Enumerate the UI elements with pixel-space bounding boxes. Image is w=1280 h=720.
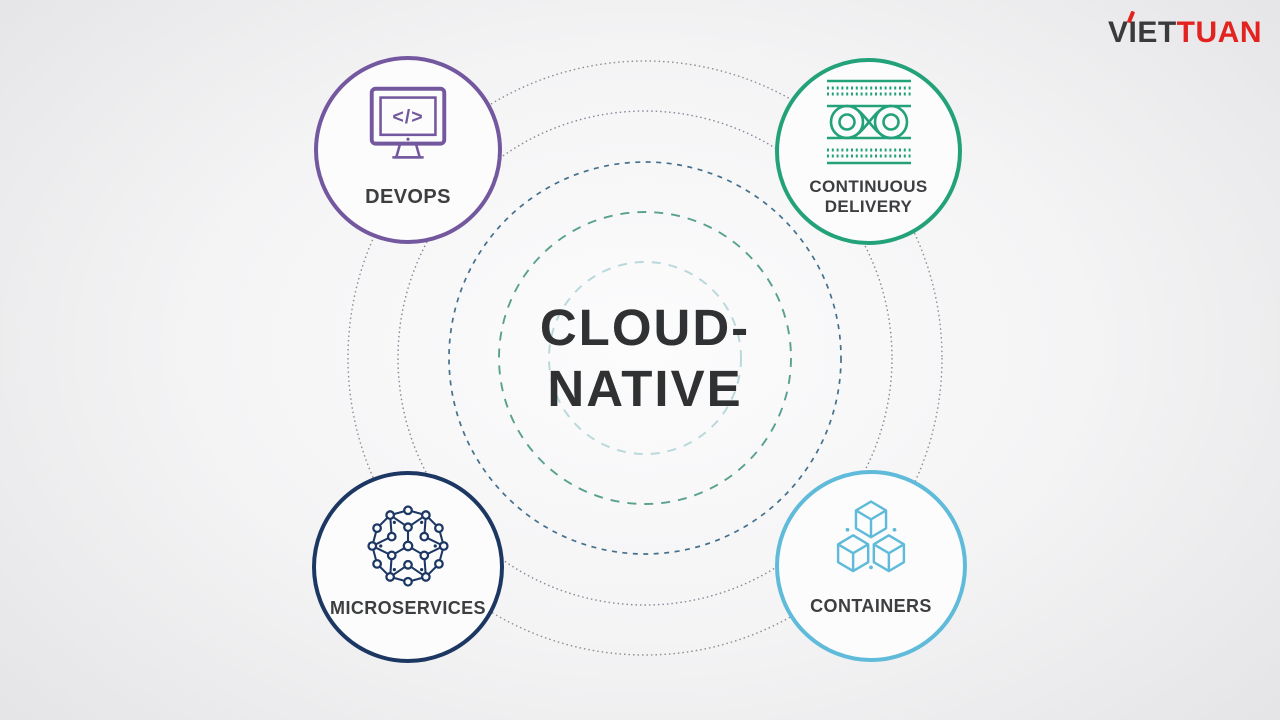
code-monitor-icon: </> [369, 86, 447, 159]
devops-label: DEVOPS [365, 186, 451, 208]
microservices-circle: MICROSERVICES [312, 471, 504, 663]
stacked-cubes-icon [836, 500, 906, 573]
devops-circle: </> DEVOPS [314, 56, 502, 244]
viettuan-logo: VIETTUAN [1108, 10, 1262, 50]
logo-text-tuan: TUAN [1176, 16, 1262, 49]
continuous-delivery-circle: CONTINUOUS DELIVERY [775, 58, 962, 245]
orbit-ring-1 [347, 60, 943, 656]
logo-text-viet: VIET [1108, 10, 1177, 50]
orbit-ring-4 [498, 211, 792, 505]
center-title-line2: NATIVE [547, 360, 743, 417]
containers-label: CONTAINERS [810, 596, 932, 616]
center-title-line1: CLOUD- [539, 298, 751, 356]
orbit-ring-3 [448, 161, 842, 555]
containers-circle: CONTAINERS [775, 470, 967, 662]
orbit-ring-2 [397, 110, 893, 606]
network-nodes-icon [367, 505, 449, 587]
center-title: CLOUD- NATIVE [435, 297, 855, 419]
svg-text:</>: </> [392, 106, 423, 128]
continuous-delivery-label: CONTINUOUS DELIVERY [809, 177, 928, 217]
microservices-label: MICROSERVICES [330, 598, 486, 618]
orbit-ring-5 [548, 261, 742, 455]
infinity-pipeline-icon [826, 79, 911, 165]
